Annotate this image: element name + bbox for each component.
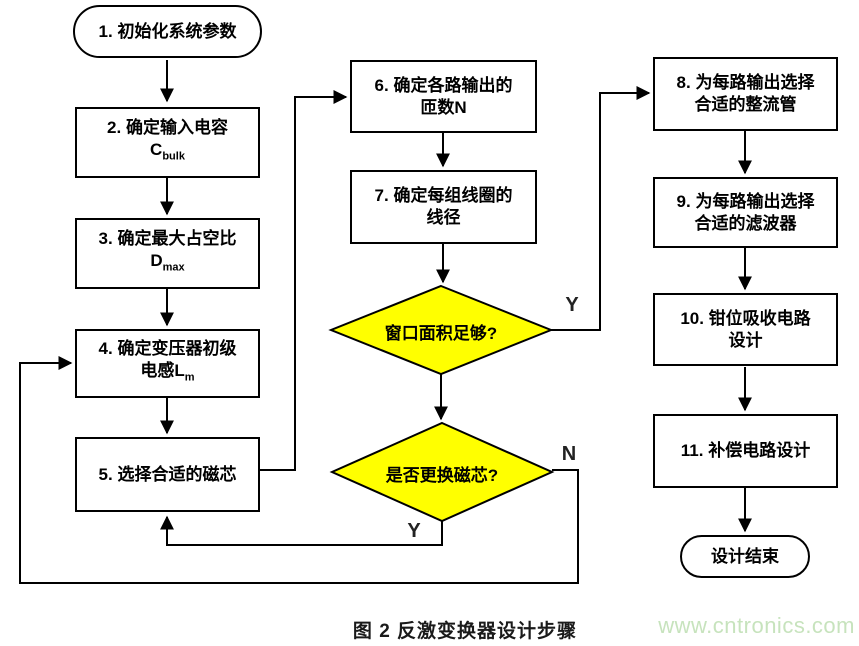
- connector-decision2-yes-to-step5: [160, 515, 443, 546]
- figure-caption: 图 2 反激变换器设计步骤: [352, 621, 578, 642]
- step11-box: 11. 补偿电路设计: [653, 414, 838, 488]
- step8-line1: 8. 为每路输出选择: [676, 73, 815, 92]
- step4-box: 4. 确定变压器初级 电感Lm: [75, 329, 260, 398]
- decision-replace-core-label: 是否更换磁芯?: [385, 466, 499, 485]
- step4-line1: 4. 确定变压器初级: [98, 339, 237, 359]
- step9-box: 9. 为每路输出选择 合适的滤波器: [653, 177, 838, 248]
- step5-box: 5. 选择合适的磁芯: [75, 437, 260, 512]
- step3-line1: 3. 确定最大占空比: [98, 229, 237, 249]
- step7-line1: 7. 确定每组线圈的: [374, 186, 513, 205]
- end-label: 设计结束: [711, 546, 779, 566]
- connector-decision1-yes-to-step8: [551, 86, 651, 331]
- start-label: 1. 初始化系统参数: [98, 21, 237, 41]
- step7-box: 7. 确定每组线圈的 线径: [350, 170, 537, 244]
- step6-line1: 6. 确定各路输出的: [374, 75, 513, 95]
- connector-step5-to-step6: [260, 90, 348, 471]
- step10-line1: 10. 钳位吸收电路: [680, 308, 811, 328]
- decision2-no-label: N: [561, 443, 577, 465]
- step5-label: 5. 选择合适的磁芯: [98, 464, 237, 484]
- step6-box: 6. 确定各路输出的 匝数N: [350, 60, 537, 133]
- decision-replace-core-diamond: [329, 421, 555, 523]
- step9-line1: 9. 为每路输出选择: [676, 191, 815, 211]
- decision-window-area-diamond: [328, 284, 554, 376]
- step8-box: 8. 为每路输出选择 合适的整流管: [653, 57, 838, 131]
- step3-symbol: Dmax: [150, 251, 185, 274]
- step8-line2: 合适的整流管: [694, 95, 797, 114]
- decision1-yes-label: Y: [565, 294, 579, 316]
- decision-window-area-label: 窗口面积足够?: [384, 324, 498, 343]
- step2-symbol: Cbulk: [150, 140, 185, 163]
- step6-line2: 匝数N: [420, 97, 467, 117]
- connector-decision2-no-to-step4: [19, 356, 579, 584]
- step3-box: 3. 确定最大占空比 Dmax: [75, 218, 260, 289]
- start-terminal: 1. 初始化系统参数: [73, 5, 262, 58]
- end-terminal: 设计结束: [680, 535, 810, 578]
- step10-line2: 设计: [728, 330, 763, 350]
- decision2-yes-label: Y: [407, 520, 421, 542]
- watermark-link[interactable]: www.cntronics.com: [658, 613, 855, 638]
- step2-box: 2. 确定输入电容 Cbulk: [75, 107, 260, 178]
- step9-line2: 合适的滤波器: [694, 213, 797, 233]
- step4-line2: 电感Lm: [140, 361, 195, 384]
- step2-line1: 2. 确定输入电容: [107, 118, 228, 138]
- step11-label: 11. 补偿电路设计: [680, 441, 811, 460]
- step10-box: 10. 钳位吸收电路 设计: [653, 293, 838, 366]
- step7-line2: 线径: [426, 208, 461, 227]
